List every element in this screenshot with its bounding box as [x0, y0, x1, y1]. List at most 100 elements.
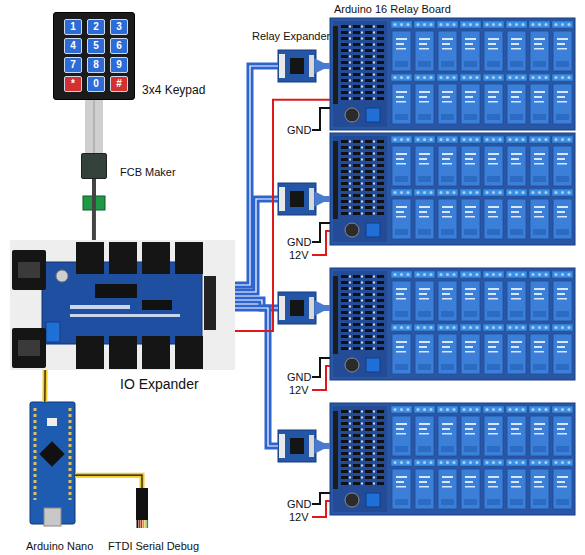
- cable: [92, 179, 96, 240]
- wire-label: GND: [287, 498, 311, 511]
- wire-stripe: [75, 475, 142, 488]
- key-label: 5: [88, 39, 104, 53]
- ftdi-header: FTDI Serial Debug: [136, 488, 148, 520]
- power-wires: [312, 108, 330, 517]
- key-label: 2: [88, 20, 104, 34]
- ribbon-wire: [235, 66, 278, 285]
- part-label: Arduino 16 Relay Board: [334, 3, 451, 16]
- terminal-block: [46, 322, 60, 342]
- wire-stub: [137, 520, 139, 528]
- pin-row: [34, 408, 37, 500]
- key-label: 7: [65, 58, 81, 72]
- connector-group: [94, 100, 95, 153]
- rj45-socket: [76, 242, 104, 274]
- wire-stub: [141, 520, 143, 528]
- signal-arrow: [316, 196, 330, 202]
- relay-board: [330, 268, 575, 380]
- key-label: 0: [88, 77, 104, 91]
- component-row: [70, 305, 130, 309]
- pin-row: [69, 408, 72, 500]
- wire-label: 12V: [289, 249, 309, 262]
- connector-group: [93, 179, 94, 240]
- connector-group: [235, 100, 330, 331]
- wire-stub: [147, 520, 149, 528]
- power-wire: [312, 501, 330, 517]
- io-expander-art: [10, 240, 235, 370]
- ribbon-wire: [235, 199, 278, 292]
- connector-group: [235, 66, 278, 285]
- arduino-nano-art: [30, 402, 75, 526]
- part-label: 3x4 Keypad: [142, 83, 205, 97]
- wire-label: GND: [287, 236, 311, 249]
- keypad-adapter-board: FCB Maker: [81, 153, 107, 179]
- power-wire: [235, 100, 330, 331]
- part-label: FTDI Serial Debug: [108, 540, 199, 553]
- rj45-socket: [142, 336, 170, 369]
- usb-socket: [44, 508, 61, 526]
- relay-board: [330, 18, 575, 130]
- relay-boards-art: [278, 18, 575, 515]
- ground-wire: [312, 493, 330, 504]
- pcb: [30, 402, 75, 524]
- relay-expander-board: [278, 183, 316, 215]
- ground-wire: [312, 108, 330, 130]
- relay-board: [330, 133, 575, 245]
- connector-group: [44, 370, 45, 402]
- ribbon-cable: [85, 100, 103, 153]
- part-label: Relay Expander: [252, 30, 330, 43]
- wire-stub: [145, 520, 147, 528]
- board-backdrop: [10, 240, 235, 370]
- crystal: [56, 270, 68, 282]
- signal-arrow: [316, 443, 330, 449]
- wire-stripe: [235, 66, 278, 285]
- relay-board: Arduino 16 Relay Board: [330, 18, 575, 130]
- chip: [39, 441, 64, 466]
- wire-label: GND: [287, 124, 311, 137]
- serial-wire: [42, 370, 47, 402]
- relay-expander-board: [278, 430, 316, 462]
- part-label: Arduino Nano: [26, 540, 93, 553]
- terminal-block: [83, 196, 105, 210]
- key-label: 8: [88, 58, 104, 72]
- socket-slot: [18, 340, 40, 356]
- wire-stripe: [235, 308, 278, 446]
- keypad-key: 7: [64, 57, 82, 73]
- pcb: [42, 262, 202, 344]
- keypad: 3x4 Keypad123456789*0#: [53, 12, 135, 100]
- ground-wire: [312, 358, 330, 377]
- keypad-adapter-connector: [83, 196, 105, 210]
- signal-arrow: [316, 305, 330, 311]
- relay-expander-board: [278, 50, 316, 82]
- keypad-key: #: [110, 76, 128, 92]
- key-label: 6: [111, 39, 127, 53]
- keypad-key: 1: [64, 19, 82, 35]
- ground-wire: [312, 223, 330, 242]
- signal-bundles: [235, 199, 330, 446]
- relay-expander-board: [278, 292, 316, 324]
- part-label: FCB Maker: [120, 166, 176, 179]
- keypad-key: 4: [64, 38, 82, 54]
- power-wire: [312, 231, 330, 255]
- keypad-key: 8: [87, 57, 105, 73]
- rj45-socket: [109, 242, 137, 274]
- rj45-socket: [76, 336, 104, 369]
- wire-stripe: [94, 100, 95, 153]
- ribbon-wire: [235, 308, 278, 446]
- key-label: #: [111, 77, 127, 91]
- connector-group: [75, 475, 142, 488]
- signal-arrow: [316, 63, 330, 69]
- keypad-key: 9: [110, 57, 128, 73]
- rj45-socket: [12, 250, 46, 290]
- wire-stub: [143, 520, 145, 528]
- chip: [142, 300, 172, 310]
- io-expander-board: IO Expander: [10, 240, 235, 370]
- key-label: *: [65, 77, 81, 91]
- key-label: 1: [65, 20, 81, 34]
- serial-wire: [75, 475, 142, 488]
- relay-board: [330, 403, 575, 515]
- ftdi-header-art: [136, 488, 148, 528]
- wire-stripe: [235, 199, 278, 292]
